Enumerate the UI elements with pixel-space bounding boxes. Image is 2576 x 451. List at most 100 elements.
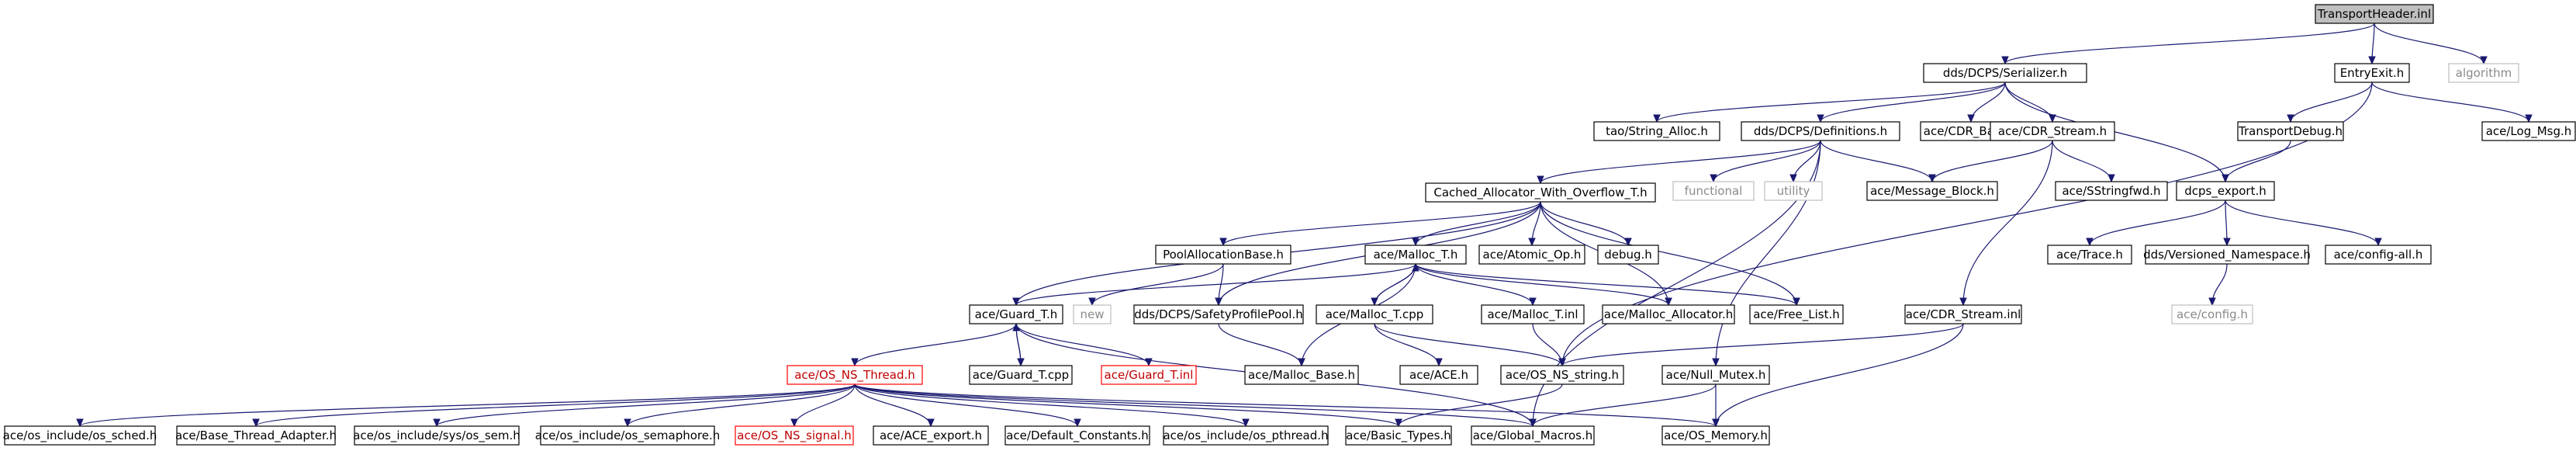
node-aceexport[interactable]: ace/ACE_export.h [873,425,989,446]
edge-line [627,383,856,427]
node-guardtcpp[interactable]: ace/Guard_T.cpp [969,365,1073,385]
node-versioned[interactable]: dds/Versioned_Namespace.h [2143,245,2311,265]
node-label: ace/Base_Thread_Adapter.h [175,428,337,443]
node-entryexit[interactable]: EntryExit.h [2334,63,2410,83]
node-basethread[interactable]: ace/Base_Thread_Adapter.h [175,425,337,446]
node-osmemory[interactable]: ace/OS_Memory.h [1661,425,1770,446]
node-nullmutex[interactable]: ace/Null_Mutex.h [1661,365,1770,385]
edge-cachedalloc-to-atomicop [1528,201,1541,247]
node-label: ace/Guard_T.inl [1105,368,1194,383]
node-box [1399,365,1478,385]
edge-line [1091,263,1224,306]
node-aceh[interactable]: ace/ACE.h [1399,365,1478,385]
edge-line [1415,201,1541,246]
node-box [354,425,520,446]
node-label: ace/ACE_export.h [880,428,982,443]
edge-osnsthread-to-osmemory [854,383,1720,428]
node-poolalloc[interactable]: PoolAllocationBase.h [1155,245,1291,265]
node-osnsthread[interactable]: ace/OS_NS_Thread.h [787,365,923,385]
node-safetypool[interactable]: dds/DCPS/SafetyProfilePool.h [1133,304,1304,324]
edge-osnsthread-to-ossem [433,383,856,428]
node-logmsg[interactable]: ace/Log_Msg.h [2481,121,2576,141]
arrowhead [1088,297,1096,307]
arrowhead [1817,114,1824,123]
arrowhead [927,418,935,428]
node-basictypes[interactable]: ace/Basic_Types.h [1345,425,1452,446]
edge-definitions-to-messageblock [1820,140,1936,183]
arrowhead [1435,358,1443,367]
node-label: Cached_Allocator_With_Overflow_T.h [1433,186,1647,200]
node-dcpsexport[interactable]: dcps_export.h [2176,181,2275,201]
node-box [1425,182,1656,203]
arrowhead [1710,174,1717,183]
node-label: ace/SStringfwd.h [2062,184,2160,198]
node-label: dcps_export.h [2184,184,2266,199]
node-malloct[interactable]: ace/Malloc_T.h [1364,245,1467,265]
node-box [1481,304,1585,324]
edge-root-to-serializer [2001,23,2375,65]
node-acetrace[interactable]: ace/Trace.h [2047,245,2132,265]
edge-line [2052,140,2112,182]
node-box [2145,245,2309,265]
node-new: new [1073,304,1112,324]
node-config: ace/config.h [2171,304,2253,324]
edge-dcpsexport-to-acetrace [2086,199,2226,247]
node-sstringfwd[interactable]: ace/SStringfwd.h [2055,181,2168,201]
node-mallocallocator[interactable]: ace/Malloc_Allocator.h [1602,304,1735,324]
node-algorithm: algorithm [2448,63,2519,83]
arrowhead [2086,238,2094,247]
node-defconst[interactable]: ace/Default_Constants.h [1004,425,1150,446]
node-cachedalloc[interactable]: Cached_Allocator_With_Overflow_T.h [1425,182,1656,203]
node-guardtinl[interactable]: ace/Guard_T.inl [1101,365,1197,385]
node-box [1133,304,1304,324]
edge-line [2004,82,2226,182]
arrowhead [1537,175,1544,185]
edge-malloctcpp-to-aceh [1374,323,1443,367]
edge-line [1715,140,1821,366]
node-box [1661,365,1770,385]
node-osnsstring[interactable]: ace/OS_NS_string.h [1500,365,1624,385]
edge-line [1820,82,2006,123]
node-box [1672,181,1755,201]
node-label: TransportDebug.h [2238,124,2343,138]
arrowhead [1012,322,1020,331]
edge-line [1532,383,1717,427]
node-malloctcpp[interactable]: ace/Malloc_T.cpp [1316,304,1433,324]
node-messageblock[interactable]: ace/Message_Block.h [1866,181,1998,201]
node-mallocbase[interactable]: ace/Malloc_Base.h [1244,365,1359,385]
node-osnssignal[interactable]: ace/OS_NS_signal.h [735,425,854,446]
node-ossem[interactable]: ace/os_include/sys/os_sem.h [353,425,520,446]
node-serializer[interactable]: dds/DCPS/Serializer.h [1923,63,2087,83]
edge-cdrstream-to-messageblock [1928,140,2053,183]
node-label: ace/OS_NS_string.h [1506,368,1619,383]
node-atomicop[interactable]: ace/Atomic_Op.h [1478,245,1585,265]
node-ossched[interactable]: ace/os_include/os_sched.h [3,425,157,446]
node-globalmacros[interactable]: ace/Global_Macros.h [1471,425,1595,446]
node-ospthread[interactable]: ace/os_include/os_pthread.h [1163,425,1329,446]
node-ossemaphore[interactable]: ace/os_include/os_semaphore.h [535,425,721,446]
node-cdrstream[interactable]: ace/CDR_Stream.h [1990,121,2115,141]
node-cdrstreaminl[interactable]: ace/CDR_Stream.inl [1904,304,2022,324]
edge-definitions-to-nullmutex [1712,140,1821,367]
node-guardt[interactable]: ace/Guard_T.h [969,304,1063,324]
node-stringalloc[interactable]: tao/String_Alloc.h [1593,121,1720,141]
node-label: ace/Log_Msg.h [2486,124,2572,139]
edge-line [1713,140,1821,182]
arrowhead [1412,262,1419,272]
node-configall[interactable]: ace/config-all.h [2325,245,2432,265]
edge-malloctcpp-to-malloct [1374,262,1419,306]
node-freelist[interactable]: ace/Free_List.h [1749,304,1844,324]
node-transportdebug[interactable]: TransportDebug.h [2237,121,2344,141]
edge-osnsthread-to-ossched [76,383,856,428]
node-box [2315,4,2434,24]
edge-line [854,383,1533,427]
edge-line [854,383,1247,427]
node-mallocinl[interactable]: ace/Malloc_T.inl [1481,304,1585,324]
node-definitions[interactable]: dds/DCPS/Definitions.h [1741,121,1900,141]
node-label: ace/Free_List.h [1753,307,1840,322]
edge-osnsthread-to-ospthread [854,383,1250,428]
node-debug[interactable]: debug.h [1597,245,1659,265]
node-box [1316,304,1433,324]
edge-malloct-to-freelist [1415,263,1800,307]
edge-line [1931,140,2053,182]
